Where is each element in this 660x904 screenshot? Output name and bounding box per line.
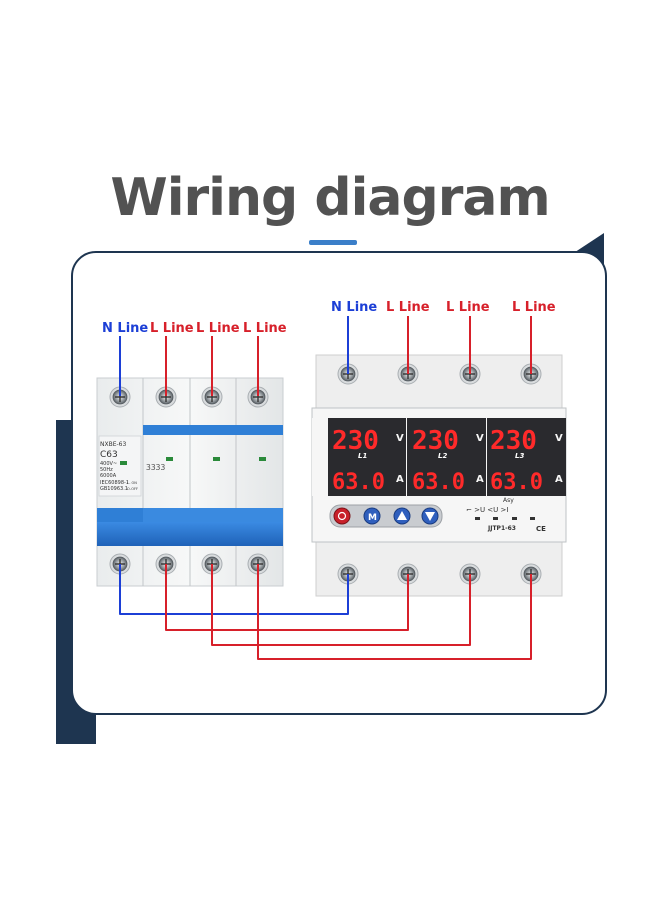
circuit-breaker: NXBE-63 C63 400V~ 50Hz 6000A IEC60898-1 … [96, 377, 284, 587]
live-link-wire-3 [257, 564, 532, 660]
breaker-spec-2: 50Hz [100, 467, 113, 473]
current-reading-3: 63.0 [490, 470, 543, 495]
breaker-indicator-3 [213, 457, 220, 461]
relay-model: JJTP1-63 [487, 525, 516, 532]
ce-mark: CE [536, 525, 546, 533]
breaker-indicator-1 [120, 461, 127, 465]
channel-label-l2: L2 [438, 452, 447, 460]
breaker-label-l1: L Line [150, 321, 194, 336]
power-button[interactable] [333, 507, 351, 525]
relay-label-n: N Line [331, 300, 377, 315]
breaker-labels: N Line L Line L Line L Line [102, 321, 287, 336]
breaker-off: O-OFF [127, 487, 138, 491]
relay-label-l2: L Line [446, 300, 490, 315]
wires [119, 316, 532, 660]
up-arrow-icon [397, 511, 407, 520]
relay-label-l3: L Line [512, 300, 556, 315]
neutral-link-wire [119, 564, 349, 615]
current-unit-2: A [476, 474, 484, 485]
breaker-std-1: IEC60898-1 [100, 480, 129, 486]
breaker-rating: C63 [100, 450, 118, 460]
breaker-top-screw-3 [201, 386, 223, 408]
live-link-wire-2 [211, 564, 471, 646]
current-reading-1: 63.0 [332, 470, 385, 495]
voltage-reading-1: 230 [332, 426, 379, 456]
relay-labels: N Line L Line L Line L Line [331, 300, 556, 315]
voltage-reading-2: 230 [412, 426, 459, 456]
voltage-unit-2: V [476, 433, 484, 444]
live-link-wire-1 [165, 564, 409, 631]
menu-button[interactable] [363, 507, 381, 525]
voltage-unit-1: V [396, 433, 404, 444]
breaker-std-2: GB10963.1 [100, 486, 128, 492]
breaker-spec-3: 6000A [100, 473, 117, 479]
breaker-label-n: N Line [102, 321, 148, 336]
title-underline [309, 240, 357, 245]
breaker-label-l2: L Line [196, 321, 240, 336]
asy-label: Asy [503, 497, 514, 504]
down-arrow-icon [425, 512, 435, 521]
breaker-top-screw-1 [109, 386, 131, 408]
breaker-on: I - ON [127, 481, 137, 485]
channel-label-l3: L3 [515, 452, 524, 460]
current-reading-2: 63.0 [412, 470, 465, 495]
relay-displays: 230 230 230 V V V L1 L2 L3 63.0 63.0 63.… [332, 426, 563, 495]
current-unit-3: A [555, 474, 563, 485]
relay-label-l1: L Line [386, 300, 430, 315]
power-icon [337, 511, 347, 521]
breaker-indicator-4 [259, 457, 266, 461]
channel-label-l1: L1 [358, 452, 367, 460]
breaker-indicator-2 [166, 457, 173, 461]
breaker-spec-1: 400V~ [100, 461, 117, 467]
current-unit-1: A [396, 474, 404, 485]
voltage-unit-3: V [555, 433, 563, 444]
menu-button-label: M [368, 513, 377, 523]
status-icons: ⌐ >U <U >I [466, 506, 508, 514]
breaker-digits: 3333 [146, 463, 165, 472]
breaker-top-screw-4 [247, 386, 269, 408]
page-title: Wiring diagram [110, 168, 550, 228]
breaker-model: NXBE-63 [100, 441, 126, 448]
breaker-label-l3: L Line [243, 321, 287, 336]
voltage-reading-3: 230 [490, 426, 537, 456]
